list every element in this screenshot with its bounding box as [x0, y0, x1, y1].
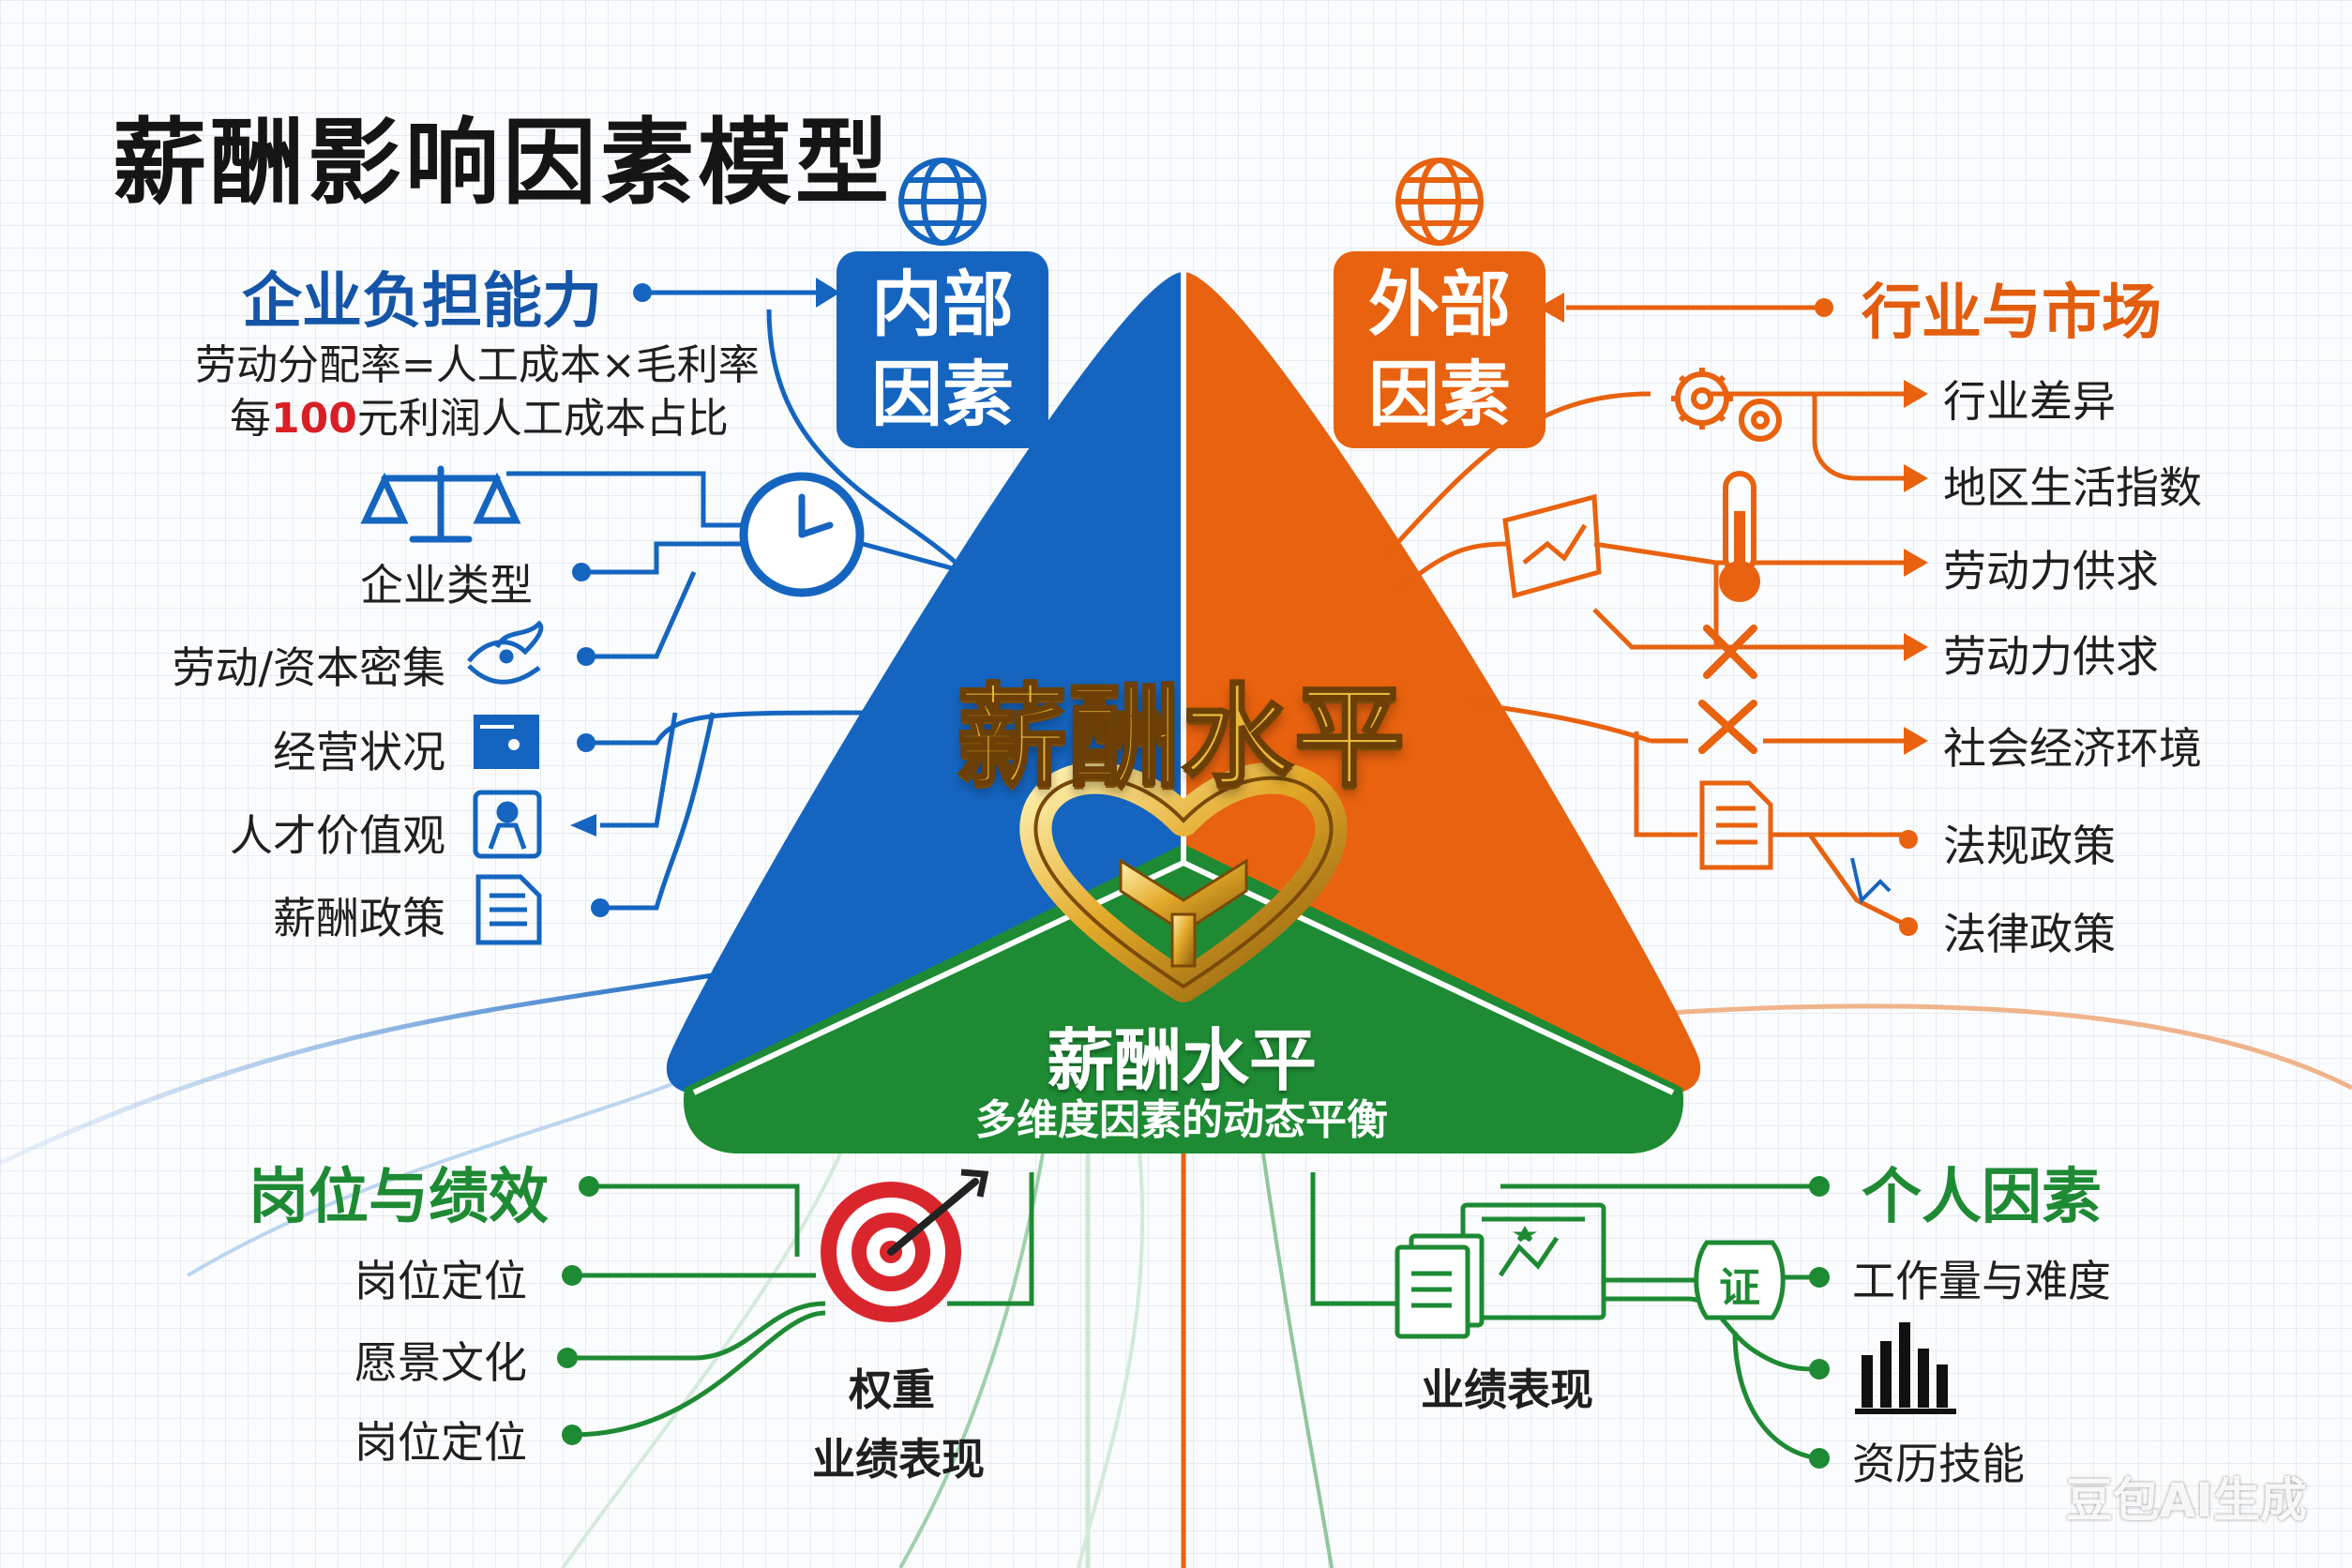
position-connectors	[567, 1172, 1034, 1438]
internal-item: 人才价值观	[230, 810, 445, 861]
badge-icon	[1694, 1240, 1786, 1320]
internal-item: 企业类型	[360, 560, 533, 611]
center-title: 薪酬水平	[956, 671, 1408, 804]
watermark: 豆包AI生成	[2065, 1473, 2307, 1528]
external-arrowheads	[1538, 293, 1928, 936]
personal-doc-label: 业绩表现	[1421, 1364, 1593, 1415]
position-item: 岗位定位	[354, 1256, 527, 1306]
flag-icon	[474, 715, 539, 769]
external-item: 法律政策	[1943, 909, 2116, 959]
internal-item: 薪酬政策	[273, 893, 445, 943]
position-heading: 岗位与绩效	[249, 1163, 549, 1232]
ratio-number: 100	[271, 395, 357, 443]
internal-item: 经营状况	[273, 727, 445, 777]
capacity-formula: 劳动分配率=人工成本×毛利率	[195, 341, 760, 389]
gears-icon	[1671, 368, 1782, 442]
certificate-badge-label: 证	[1719, 1264, 1760, 1312]
target-icon	[821, 1168, 989, 1322]
internal-item: 劳动/资本密集	[172, 642, 446, 693]
clock-icon	[739, 472, 865, 597]
external-item: 劳动力供求	[1943, 631, 2159, 682]
position-dots	[557, 1176, 599, 1445]
capacity-heading: 企业负担能力	[242, 267, 602, 337]
person-icon	[473, 790, 542, 859]
target-label-performance: 业绩表现	[812, 1434, 985, 1485]
internal-box-line2: 因素	[871, 353, 1014, 436]
position-item: 愿景文化	[354, 1337, 527, 1388]
document-icon	[1699, 780, 1773, 870]
position-item: 岗位定位	[354, 1417, 527, 1468]
external-item: 法规政策	[1943, 821, 2116, 871]
globe-icon	[898, 158, 987, 246]
personal-heading: 个人因素	[1862, 1163, 2102, 1232]
external-box-line1: 外部	[1368, 263, 1511, 346]
document-icon	[475, 874, 542, 945]
cross-arrows-icon	[1698, 625, 1757, 754]
bar-chart-icon	[1855, 1322, 1956, 1414]
green-section-title: 薪酬水平	[1046, 1021, 1317, 1100]
internal-factors-box: 内部 因素	[837, 251, 1048, 448]
background-flow-lines	[0, 972, 2352, 1568]
external-item: 地区生活指数	[1943, 462, 2202, 513]
ratio-prefix: 每	[230, 395, 271, 443]
chart-card-icon	[1502, 493, 1602, 599]
external-item: 行业差异	[1943, 376, 2116, 427]
scales-icon	[360, 465, 521, 543]
gold-heart-icon	[1019, 761, 1348, 1003]
external-box-line2: 因素	[1368, 353, 1511, 436]
page-title: 薪酬影响因素模型	[113, 108, 893, 218]
green-section-subtitle: 多维度因素的动态平衡	[975, 1096, 1388, 1144]
personal-connectors	[1310, 1172, 1820, 1461]
external-connectors	[1386, 305, 1907, 927]
target-label-weight: 权重	[849, 1364, 935, 1415]
external-item: 社会经济环境	[1943, 723, 2202, 774]
handshake-icon	[467, 620, 544, 685]
ratio-suffix: 元利润人工成本占比	[356, 395, 729, 443]
line-chart-icon	[1850, 857, 1892, 904]
document-stack-icon	[1395, 1233, 1485, 1339]
internal-dots	[570, 278, 840, 917]
internal-connectors	[506, 290, 968, 911]
globe-icon	[1395, 158, 1484, 246]
internal-box-line1: 内部	[871, 263, 1014, 346]
personal-dots	[1809, 1176, 1830, 1469]
personal-item: 工作量与难度	[1852, 1256, 2111, 1306]
thermometer-icon	[1719, 471, 1760, 602]
external-item: 劳动力供求	[1943, 546, 2159, 596]
capacity-ratio: 每100元利润人工成本占比	[230, 384, 729, 445]
external-factors-box: 外部 因素	[1334, 251, 1545, 448]
market-heading: 行业与市场	[1862, 279, 2162, 348]
personal-item: 资历技能	[1852, 1439, 2025, 1489]
